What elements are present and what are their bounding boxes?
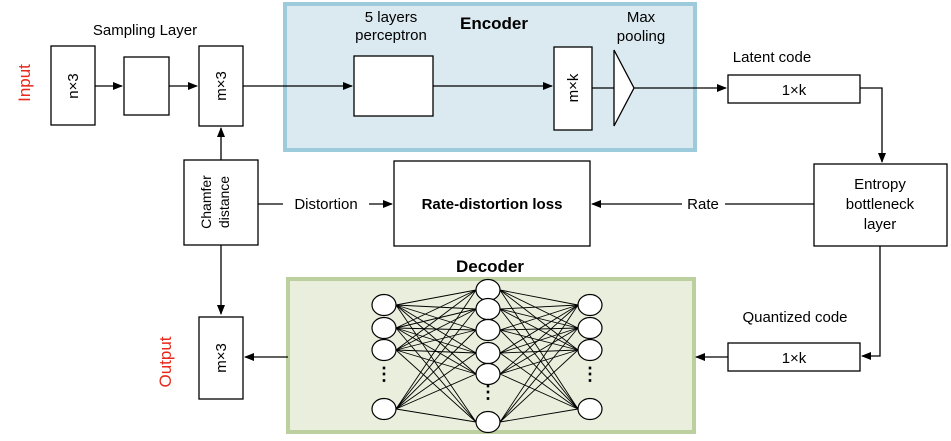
nn-connection bbox=[499, 289, 579, 410]
nn-connection bbox=[395, 308, 477, 329]
nn-connection bbox=[395, 304, 477, 310]
nn-connection bbox=[395, 289, 477, 351]
nn-connection bbox=[395, 327, 477, 375]
nn-connection bbox=[499, 373, 579, 410]
nn-connection bbox=[395, 289, 477, 410]
nn-connection bbox=[395, 352, 477, 410]
features-box bbox=[553, 46, 593, 131]
nn-ellipsis: ⋮ bbox=[581, 364, 599, 384]
nn-neuron bbox=[577, 338, 603, 362]
nn-connection bbox=[499, 327, 579, 423]
quantized-code-title: Quantized code bbox=[742, 309, 847, 326]
features-label: m×k bbox=[565, 73, 582, 102]
nn-connection bbox=[499, 304, 579, 331]
latent-code-title: Latent code bbox=[733, 49, 811, 66]
nn-neuron bbox=[475, 341, 501, 365]
nn-neuron bbox=[475, 362, 501, 386]
input-points-label: n×3 bbox=[65, 73, 82, 98]
nn-connection bbox=[499, 289, 579, 306]
nn-connection bbox=[499, 304, 579, 375]
perceptron-box bbox=[353, 55, 434, 117]
nn-connection bbox=[395, 308, 477, 351]
latent-code-value: 1×k bbox=[782, 82, 807, 99]
nn-ellipsis: ⋮ bbox=[375, 364, 393, 384]
latent-code-box bbox=[727, 74, 861, 104]
sampling-layer-title: Sampling Layer bbox=[93, 22, 197, 39]
decoder-title: Decoder bbox=[456, 257, 524, 276]
output-label: Output bbox=[156, 336, 175, 387]
output-points-box bbox=[198, 316, 244, 400]
sampling-box bbox=[123, 56, 170, 116]
arrow-entropy-to-quantized bbox=[861, 246, 881, 360]
encoder-title: Encoder bbox=[460, 14, 528, 33]
nn-connection bbox=[395, 349, 477, 423]
rate-distortion-loss-label: Rate-distortion loss bbox=[422, 196, 563, 213]
rate-label: Rate bbox=[687, 196, 719, 213]
nn-neuron bbox=[475, 278, 501, 302]
nn-connection bbox=[395, 289, 477, 306]
nn-neuron bbox=[577, 293, 603, 317]
nn-neuron bbox=[371, 316, 397, 340]
sampled-points-label: m×3 bbox=[213, 71, 230, 101]
nn-connection bbox=[499, 349, 579, 375]
nn-connection bbox=[395, 329, 477, 410]
nn-connection bbox=[395, 289, 477, 329]
input-label: Input bbox=[15, 64, 34, 102]
distortion-label: Distortion bbox=[294, 196, 357, 213]
quantized-code-box bbox=[727, 342, 861, 372]
nn-neuron bbox=[371, 397, 397, 421]
nn-connection bbox=[395, 408, 477, 423]
nn-connection bbox=[395, 373, 477, 410]
nn-connection bbox=[499, 304, 579, 310]
nn-connection bbox=[499, 329, 579, 410]
nn-neuron bbox=[371, 338, 397, 362]
nn-connection bbox=[499, 408, 579, 423]
nn-ellipsis: ⋮ bbox=[479, 382, 497, 402]
nn-connection bbox=[499, 304, 579, 423]
entropy-bottleneck-box bbox=[813, 163, 948, 247]
input-points-box bbox=[50, 45, 96, 126]
nn-connection bbox=[395, 349, 477, 375]
nn-connection bbox=[499, 327, 579, 375]
nn-connection bbox=[395, 308, 477, 410]
nn-connection bbox=[395, 327, 477, 354]
nn-neuron bbox=[371, 293, 397, 317]
output-points-label: m×3 bbox=[213, 343, 230, 373]
nn-neuron bbox=[475, 297, 501, 321]
nn-connection bbox=[395, 349, 477, 354]
nn-connection bbox=[499, 349, 579, 423]
nn-neuron bbox=[475, 318, 501, 342]
decoder-network: ⋮ ⋮ ⋮ bbox=[371, 278, 603, 434]
nn-neuron bbox=[577, 397, 603, 421]
nn-connection bbox=[499, 327, 579, 354]
nn-neuron bbox=[577, 316, 603, 340]
nn-connection bbox=[499, 304, 579, 354]
nn-connection bbox=[499, 289, 579, 351]
rate-distortion-loss-box bbox=[393, 160, 591, 247]
arrow-latent-to-entropy bbox=[860, 87, 886, 163]
nn-connection bbox=[499, 289, 579, 329]
nn-connection bbox=[395, 329, 477, 351]
nn-neuron bbox=[475, 410, 501, 434]
quantized-code-value: 1×k bbox=[782, 350, 807, 367]
